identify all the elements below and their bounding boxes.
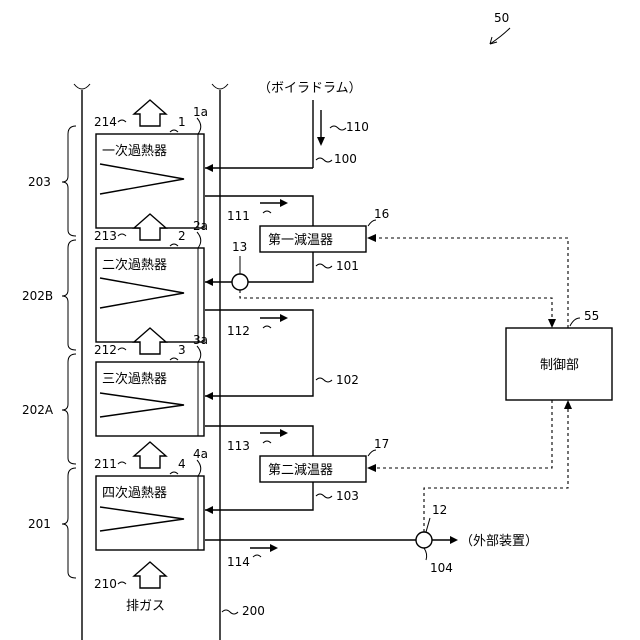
ref-1a: 1a: [193, 105, 208, 119]
superheater-3-label: 三次過熱器: [102, 371, 167, 387]
superheater-3: 212 3 3a 三次過熱器: [94, 328, 208, 436]
ref-212: 212: [94, 343, 117, 357]
ref-101: 101: [336, 259, 359, 273]
ref-4a: 4a: [193, 447, 208, 461]
pipe-113: [205, 426, 313, 456]
boiler-drum-label: （ボイラドラム）: [258, 81, 362, 96]
controller-label: 制御部: [540, 358, 579, 373]
ref-104: 104: [430, 561, 453, 575]
temp-sensor-13: [232, 274, 248, 290]
svg-text:202B: 202B: [22, 289, 53, 303]
zone-brace-202B: 202B: [22, 240, 76, 350]
exhaust-gas-arrow: 210 排ガス: [94, 562, 166, 614]
attemperator-2-label: 第二減温器: [268, 462, 333, 478]
ref-211: 211: [94, 457, 117, 471]
ref-111: 111: [227, 209, 250, 223]
ref-3a: 3a: [193, 333, 208, 347]
ref-17: 17: [374, 437, 389, 451]
exhaust-gas-label: 排ガス: [126, 599, 165, 614]
ref-12: 12: [432, 503, 447, 517]
superheater-2: 213 2 2a 二次過熱器: [94, 214, 208, 342]
ref-112: 112: [227, 324, 250, 338]
signal-controller-to-attemperator1: [376, 238, 568, 328]
svg-text:203: 203: [28, 175, 51, 189]
superheater-2-label: 二次過熱器: [102, 257, 167, 273]
zone-brace-203: 203: [28, 126, 76, 236]
svg-text:202A: 202A: [22, 403, 54, 417]
ref-102: 102: [336, 373, 359, 387]
signal-sensor13-to-controller: [240, 290, 552, 320]
figure-number: 50: [494, 11, 509, 25]
external-device-label: （外部装置）: [460, 534, 538, 549]
ref-210: 210: [94, 577, 117, 591]
ref-213: 213: [94, 229, 117, 243]
ref-2a: 2a: [193, 219, 208, 233]
temp-sensor-12: [416, 532, 432, 548]
zone-brace-201: 201: [28, 468, 76, 578]
ref-103: 103: [336, 489, 359, 503]
pipe-101: [248, 252, 313, 282]
ref-114: 114: [227, 555, 250, 569]
ref-2: 2: [178, 229, 186, 243]
ref-16: 16: [374, 207, 389, 221]
ref-200: 200: [242, 604, 265, 618]
zone-brace-202A: 202A: [22, 354, 76, 464]
svg-text:201: 201: [28, 517, 51, 531]
ref-3: 3: [178, 343, 186, 357]
ref-4: 4: [178, 457, 186, 471]
feed-arrowhead: [205, 164, 213, 172]
pipe-111: [205, 196, 313, 226]
superheater-1-label: 一次過熱器: [102, 143, 167, 159]
superheater-1: 214 1 1a 一次過熱器: [94, 100, 208, 228]
attemperator-1-label: 第一減温器: [268, 232, 333, 248]
pipe-112: [205, 310, 313, 396]
ref-100: 100: [334, 152, 357, 166]
ref-113: 113: [227, 439, 250, 453]
ref-110: 110: [346, 120, 369, 134]
superheater-4: 211 4 4a 四次過熱器: [94, 442, 208, 550]
signal-controller-to-attemperator2: [376, 400, 552, 468]
ref-55: 55: [584, 309, 599, 323]
superheater-4-label: 四次過熱器: [102, 485, 167, 501]
figure-number-arrow: [490, 28, 510, 44]
ref-1: 1: [178, 115, 186, 129]
ref-13: 13: [232, 240, 247, 254]
pipe-103: [205, 482, 313, 510]
ref-214: 214: [94, 115, 117, 129]
